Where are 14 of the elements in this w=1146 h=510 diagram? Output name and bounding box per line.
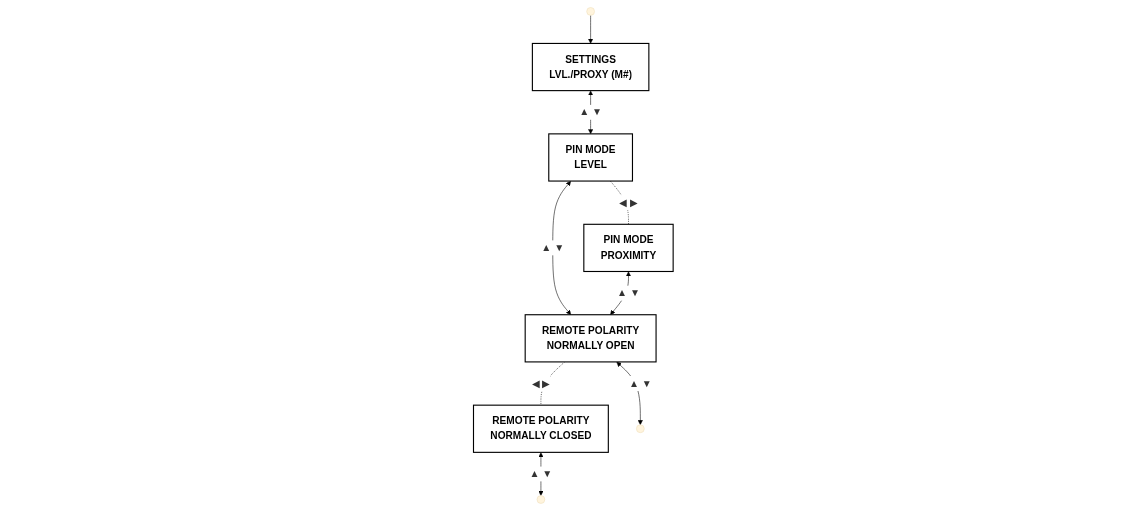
- node-box: REMOTE POLARITY NORMALLY OPEN: [524, 313, 657, 362]
- node-box: REMOTE POLARITY NORMALLY CLOSED: [472, 404, 609, 453]
- edge-label: ◀ ▶: [618, 196, 638, 208]
- edge-label: ▲ ▼: [541, 241, 564, 253]
- edge-label: ▲ ▼: [529, 467, 552, 479]
- edge-label: ▲ ▼: [628, 377, 652, 389]
- node-box: PIN MODE PROXIMITY: [582, 223, 674, 272]
- edge-label: ▲ ▼: [616, 286, 640, 298]
- connector: [540, 361, 565, 405]
- node-box: SETTINGS LVL./PROXY (M#): [531, 42, 650, 91]
- node-box: PIN MODE LEVEL: [547, 132, 633, 182]
- edge-label: ▲ ▼: [578, 105, 602, 118]
- connector: [609, 180, 629, 225]
- edge-label: ◀ ▶: [531, 377, 550, 389]
